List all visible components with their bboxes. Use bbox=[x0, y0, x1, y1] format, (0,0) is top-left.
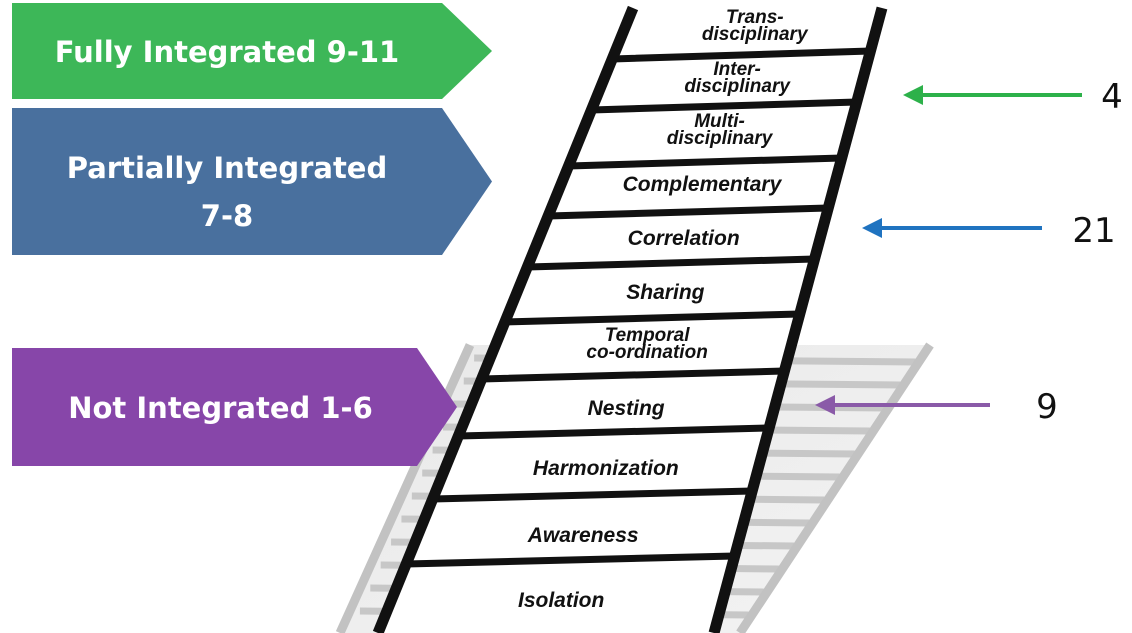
rung-label-correlation: Correlation bbox=[628, 227, 740, 250]
rung-label-inter-disciplinary: Inter-disciplinary bbox=[684, 59, 791, 97]
banner-partially: Partially Integrated 7-8 bbox=[12, 108, 492, 255]
marker-correlation: 21 bbox=[862, 211, 1116, 251]
rung-label-multi-disciplinary: Multi-disciplinary bbox=[667, 111, 774, 149]
ladder-rung bbox=[429, 487, 756, 503]
ladder: Trans-disciplinaryInter-disciplinaryMult… bbox=[372, 5, 888, 633]
count-label: 9 bbox=[1036, 387, 1058, 427]
banner-sheen bbox=[12, 108, 492, 255]
rung-label-harmonization: Harmonization bbox=[533, 457, 679, 480]
banner-label-line: Not Integrated 1-6 bbox=[68, 391, 373, 425]
rung-label-isolation: Isolation bbox=[518, 589, 604, 612]
ladder-rung bbox=[501, 310, 804, 326]
banner-label-line: Fully Integrated 9-11 bbox=[55, 35, 399, 69]
banner-label: Fully Integrated 9-11 bbox=[55, 35, 399, 69]
banner-not: Not Integrated 1-6 bbox=[12, 348, 457, 466]
shadow-rail bbox=[736, 342, 934, 633]
count-label: 21 bbox=[1072, 211, 1115, 251]
rung-label-line: Harmonization bbox=[533, 457, 679, 480]
rung-label-line: Awareness bbox=[527, 524, 639, 547]
rung-label-complementary: Complementary bbox=[623, 173, 783, 196]
banner-label: Partially Integrated 7-8 bbox=[67, 151, 388, 233]
count-label: 4 bbox=[1101, 77, 1123, 117]
rung-label-line: Sharing bbox=[626, 281, 704, 304]
rung-label-line: Inter- bbox=[713, 59, 761, 80]
banner-shape bbox=[12, 108, 492, 255]
ladder-rung bbox=[402, 552, 739, 568]
banner-label: Not Integrated 1-6 bbox=[68, 391, 373, 425]
rung-label-awareness: Awareness bbox=[527, 524, 639, 547]
banner-label-line: Partially Integrated bbox=[67, 151, 388, 185]
rung-label-line: Isolation bbox=[518, 589, 604, 612]
rung-label-line: Nesting bbox=[588, 397, 665, 420]
arrow-head-icon bbox=[862, 218, 882, 238]
rung-label-line: Trans- bbox=[726, 7, 784, 28]
rung-label-trans-disciplinary: Trans-disciplinary bbox=[702, 7, 809, 45]
ladder-rung bbox=[478, 367, 788, 383]
banner-fully: Fully Integrated 9-11 bbox=[12, 3, 492, 99]
marker-inter-disciplinary: 4 bbox=[903, 77, 1123, 117]
rung-label-line: Temporal bbox=[605, 325, 691, 346]
ladder-right-rail bbox=[708, 6, 888, 633]
rung-label-line: disciplinary bbox=[702, 24, 809, 45]
banner-sheen bbox=[12, 3, 492, 99]
ladder-rung bbox=[523, 255, 819, 271]
ladder-rails bbox=[372, 5, 888, 633]
ladder-rung bbox=[454, 424, 773, 440]
shadow-rail bbox=[335, 343, 475, 633]
ladder-left-rail bbox=[372, 5, 639, 633]
rung-label-line: disciplinary bbox=[667, 128, 774, 149]
marker-nesting: 9 bbox=[815, 387, 1058, 427]
arrow-head-icon bbox=[903, 85, 923, 105]
banner-sheen bbox=[12, 348, 457, 466]
banner-label-line: 7-8 bbox=[201, 199, 253, 233]
ladder-rungs bbox=[402, 47, 874, 568]
rung-label-line: Correlation bbox=[628, 227, 740, 250]
rung-label-line: Multi- bbox=[694, 111, 745, 132]
rung-label-line: co-ordination bbox=[586, 342, 707, 363]
ladder-rung bbox=[608, 47, 874, 63]
ladder-rung bbox=[544, 204, 832, 220]
rung-label-nesting: Nesting bbox=[588, 397, 665, 420]
rung-label-line: disciplinary bbox=[684, 76, 791, 97]
rung-labels: Trans-disciplinaryInter-disciplinaryMult… bbox=[518, 7, 809, 612]
ladder-rung bbox=[587, 98, 861, 114]
rung-label-sharing: Sharing bbox=[626, 281, 704, 304]
arrow-head-icon bbox=[815, 395, 835, 415]
rung-label-line: Complementary bbox=[623, 173, 783, 196]
banner-shape bbox=[12, 348, 457, 466]
count-markers: 4 21 9 bbox=[815, 77, 1123, 427]
banner-shape bbox=[12, 3, 492, 99]
ladder-rung bbox=[565, 154, 846, 170]
